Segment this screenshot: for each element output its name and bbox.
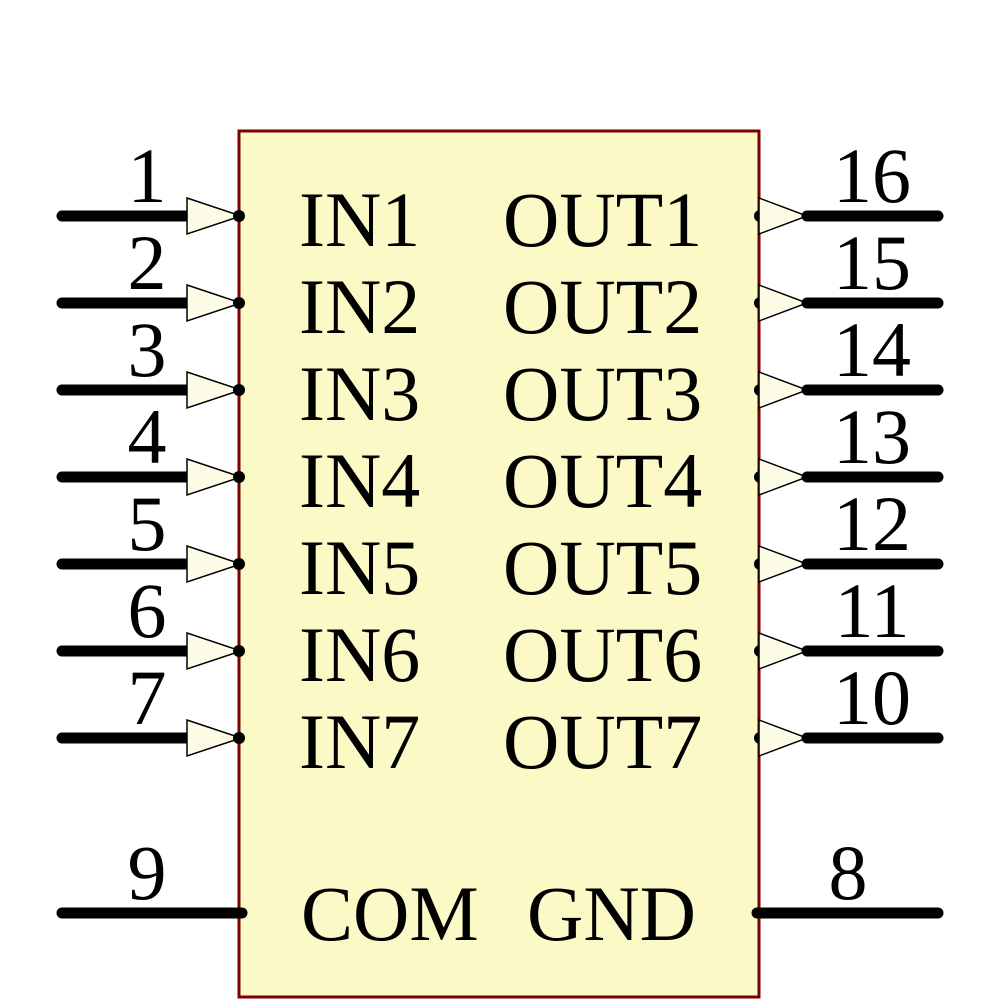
pin-left-2: 2 IN2 [56,219,420,350]
pin-label: IN7 [299,698,420,785]
pin-number: 2 [128,219,167,306]
pin-number: 13 [833,393,911,480]
pin-right-13: 13 OUT4 [503,393,944,524]
pin-number: 15 [833,219,911,306]
pin-junction-dot [233,558,245,570]
pin-right-12: 12 OUT5 [503,480,944,611]
pin-label: OUT4 [503,437,702,524]
pin-arrow-icon [186,631,244,671]
pin-left-7: 7 IN7 [56,654,420,785]
pin-label: IN6 [299,611,420,698]
pin-number: 1 [128,132,167,219]
pin-number: 12 [833,480,911,567]
pin-right-10: 10 OUT7 [503,654,944,785]
pin-number: 5 [128,480,167,567]
pin-right-14: 14 OUT3 [503,306,944,437]
pin-number: 11 [834,567,909,654]
pin-arrow-icon [186,370,244,410]
pin-left-5: 5 IN5 [56,480,420,611]
pin-arrow-icon [758,631,810,671]
pin-number: 4 [128,393,167,480]
pin-junction-dot [233,210,245,222]
pin-label: GND [527,870,696,957]
pin-arrow-icon [186,283,244,323]
pin-junction-dot [233,645,245,657]
pin-junction-dot [233,471,245,483]
pin-arrow-icon [758,283,810,323]
pin-right-11: 11 OUT6 [503,567,944,698]
pin-number: 16 [833,132,911,219]
pin-bottom-9: 9 COM [56,829,479,957]
pin-label: OUT1 [503,176,702,263]
pin-label: IN2 [299,263,420,350]
pin-arrow-icon [758,544,810,584]
pin-left-4: 4 IN4 [56,393,420,524]
pin-arrow-icon [186,718,244,758]
pin-label: IN1 [299,176,420,263]
pin-label: IN3 [299,350,420,437]
pin-label: IN4 [299,437,420,524]
pin-number: 7 [128,654,167,741]
pin-label: OUT5 [503,524,702,611]
pin-number: 14 [833,306,911,393]
pin-label: OUT3 [503,350,702,437]
pin-junction-dot [233,297,245,309]
pin-arrow-icon [758,718,810,758]
pin-left-3: 3 IN3 [56,306,420,437]
pin-arrow-icon [758,196,810,236]
pin-arrow-icon [758,457,810,497]
pin-number: 10 [833,654,911,741]
pin-label: OUT7 [503,698,702,785]
pin-bottom-8: 8 GND [527,829,944,957]
pin-arrow-icon [758,370,810,410]
component-body [237,129,761,999]
pin-number: 3 [128,306,167,393]
pin-number: 6 [128,567,167,654]
pin-number: 8 [829,829,868,916]
pin-arrow-icon [186,196,244,236]
pin-arrow-icon [186,544,244,584]
pin-right-16: 16 OUT1 [503,132,944,263]
pin-right-15: 15 OUT2 [503,219,944,350]
pin-junction-dot [233,732,245,744]
pin-label: OUT6 [503,611,702,698]
pin-arrow-icon [186,457,244,497]
pin-number: 9 [128,829,167,916]
pin-label: OUT2 [503,263,702,350]
pin-label: IN5 [299,524,420,611]
pin-label: COM [301,870,479,957]
pin-left-6: 6 IN6 [56,567,420,698]
pin-left-1: 1 IN1 [56,132,420,263]
pin-junction-dot [233,384,245,396]
